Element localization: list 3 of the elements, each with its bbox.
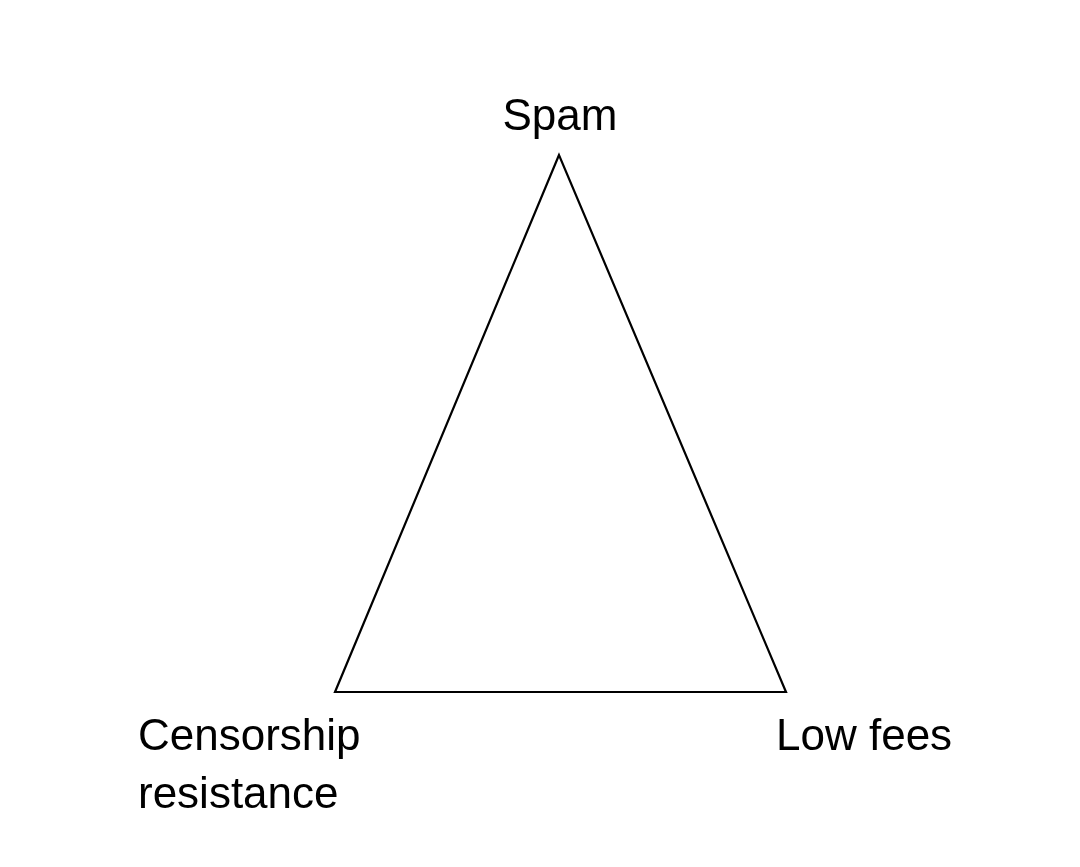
vertex-label: Spam xyxy=(501,89,619,141)
vertex-label: Censorship resistance xyxy=(138,709,362,819)
vertex-label: Low fees xyxy=(776,709,954,761)
